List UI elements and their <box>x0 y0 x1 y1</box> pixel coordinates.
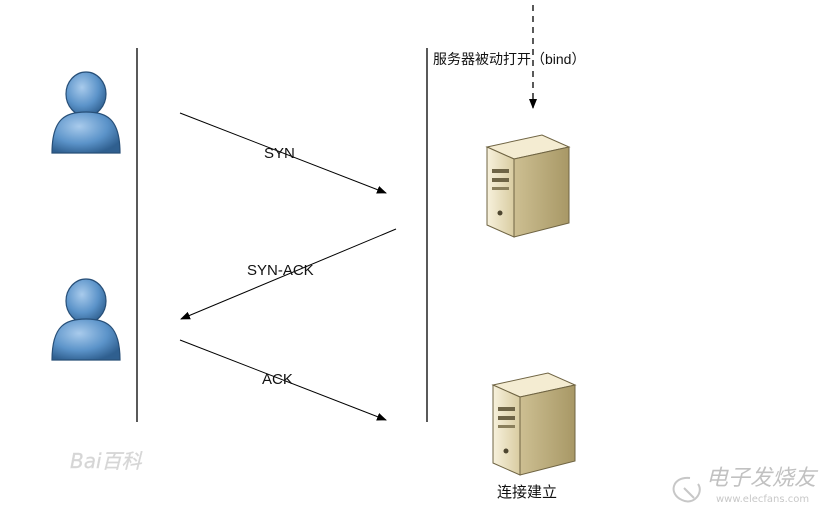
ack-label: ACK <box>262 371 293 388</box>
connection-established-label: 连接建立 <box>497 484 557 501</box>
elecfans-watermark: 电子发烧友 www.elecfans.com <box>672 466 819 505</box>
server-event-label: 服务器被动打开（bind） <box>433 51 585 67</box>
elecfans-watermark-text: 电子发烧友 <box>706 466 819 491</box>
elecfans-logo-icon <box>672 476 701 503</box>
baidu-watermark: Bai百科 <box>70 449 143 473</box>
server-icon-1 <box>485 134 571 238</box>
syn-ack-label: SYN-ACK <box>247 262 314 279</box>
syn-label: SYN <box>264 145 295 162</box>
ack-arrow <box>179 339 387 421</box>
client-user-icon-1 <box>51 71 121 154</box>
syn-ack-arrow <box>180 228 397 320</box>
client-user-icon-2 <box>51 278 121 361</box>
server-icon-2 <box>491 372 577 476</box>
elecfans-watermark-url: www.elecfans.com <box>716 494 809 505</box>
baidu-watermark-text: Bai百科 <box>70 449 143 473</box>
syn-arrow <box>179 112 387 194</box>
